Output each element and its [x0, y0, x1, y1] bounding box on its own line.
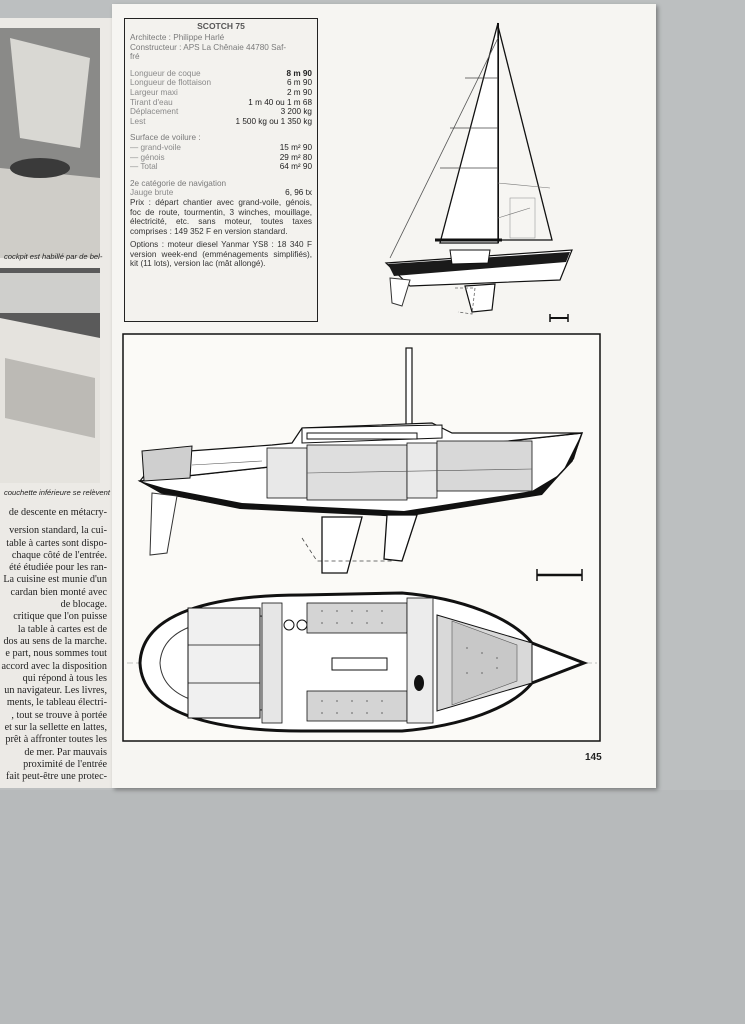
spec-row: Lest 1 500 kg ou 1 350 kg — [130, 117, 312, 127]
article-line: été étudiée pour les ran- — [9, 562, 107, 574]
sail-row: — génois 29 m² 80 — [130, 153, 312, 163]
spec-box: SCOTCH 75 Architecte : Philippe Harlé Co… — [124, 18, 318, 322]
sail-row: — Total 64 m² 90 — [130, 162, 312, 172]
navigation-category: 2e catégorie de navigation — [130, 178, 227, 188]
article-column: de descente en métacry-version standard,… — [0, 507, 107, 784]
article-line: version standard, la cui- — [9, 525, 107, 537]
spec-builder-cont: fré — [130, 52, 140, 62]
spec-architect: Architecte : Philippe Harlé — [130, 33, 225, 42]
article-line: et sur la sellette en lattes, — [4, 722, 107, 734]
article-line: accord avec la disposition — [1, 660, 107, 672]
photo-caption-top: cockpit est habillé par de bel- — [4, 252, 103, 261]
article-line: table à cartes sont dispo- — [6, 537, 107, 549]
article-line: de blocage. — [60, 599, 107, 611]
article-line: dos au sens de la marche. — [3, 635, 107, 647]
sail-label: — grand-voile — [130, 142, 181, 152]
left-page: cockpit est habillé par de bel- couchett… — [0, 18, 112, 788]
article-line: cardan bien monté avec — [10, 586, 107, 598]
sail-plan-drawing — [384, 22, 573, 322]
spec-value: 3 200 kg — [280, 107, 312, 117]
article-line: La cuisine est munie d'un — [3, 574, 107, 586]
article-line: critique que l'on puisse — [13, 611, 107, 623]
spec-label: Longueur de coque — [130, 68, 201, 78]
spec-row: Largeur maxi 2 m 90 — [130, 88, 312, 98]
article-line: chaque côté de l'entrée. — [11, 549, 107, 561]
price-text: Prix : départ chantier avec grand-voile,… — [130, 197, 312, 236]
spec-row: Longueur de coque 8 m 90 — [130, 69, 312, 79]
article-line: fait peut-être une protec- — [6, 771, 107, 783]
page-number: 145 — [585, 752, 602, 763]
spec-value: 2 m 90 — [286, 87, 312, 97]
spec-label: Déplacement — [130, 107, 179, 117]
article-line: un navigateur. Les livres, — [4, 685, 107, 697]
spec-label: Tirant d'eau — [130, 97, 173, 107]
sail-value: 15 m² 90 — [279, 142, 312, 152]
sail-row: — grand-voile 15 m² 90 — [130, 143, 312, 153]
article-line: , tout se trouve à portée — [11, 709, 107, 721]
article-line: ments, le tableau électri- — [6, 697, 107, 709]
spec-value: 1 m 40 ou 1 m 68 — [248, 97, 312, 107]
sail-area-heading: Surface de voilure : — [130, 133, 201, 143]
sail-label: — Total — [130, 162, 158, 172]
spec-label: Lest — [130, 116, 146, 126]
options-text: Options : moteur diesel Yanmar YS8 : 18 … — [130, 240, 312, 269]
photo-caption-bottom: couchette inférieure se relèvent — [4, 488, 110, 497]
spec-builder: Constructeur : APS La Chênaie 44780 Saf- — [130, 42, 287, 52]
article-line: proximité de l'entrée — [23, 758, 107, 770]
spec-row: Tirant d'eau 1 m 40 ou 1 m 68 — [130, 98, 312, 108]
sail-label: — génois — [130, 152, 165, 162]
spec-row: Longueur de flottaison 6 m 90 — [130, 78, 312, 88]
article-line: de descente en métacry- — [8, 507, 107, 518]
article-line: prêt à affronter toutes les — [5, 734, 107, 746]
layout-drawing-frame — [122, 333, 601, 742]
article-line: la table à cartes est de — [17, 623, 107, 635]
spec-label: Largeur maxi — [130, 87, 178, 97]
spec-label: Longueur de flottaison — [130, 78, 212, 88]
spec-value: 8 m 90 — [286, 68, 313, 78]
spec-title: SCOTCH 75 — [197, 21, 245, 31]
sail-value: 29 m² 80 — [279, 152, 312, 162]
spec-row: Déplacement 3 200 kg — [130, 107, 312, 117]
spec-value: 1 500 kg ou 1 350 kg — [235, 116, 312, 126]
article-line: de mer. Par mauvais — [24, 746, 107, 758]
spec-value: 6 m 90 — [286, 78, 312, 88]
cabin-photos — [0, 28, 100, 483]
article-line: qui répond à tous les — [22, 672, 107, 684]
article-line: e part, nous sommes tout — [5, 648, 107, 660]
sail-value: 64 m² 90 — [279, 162, 312, 172]
